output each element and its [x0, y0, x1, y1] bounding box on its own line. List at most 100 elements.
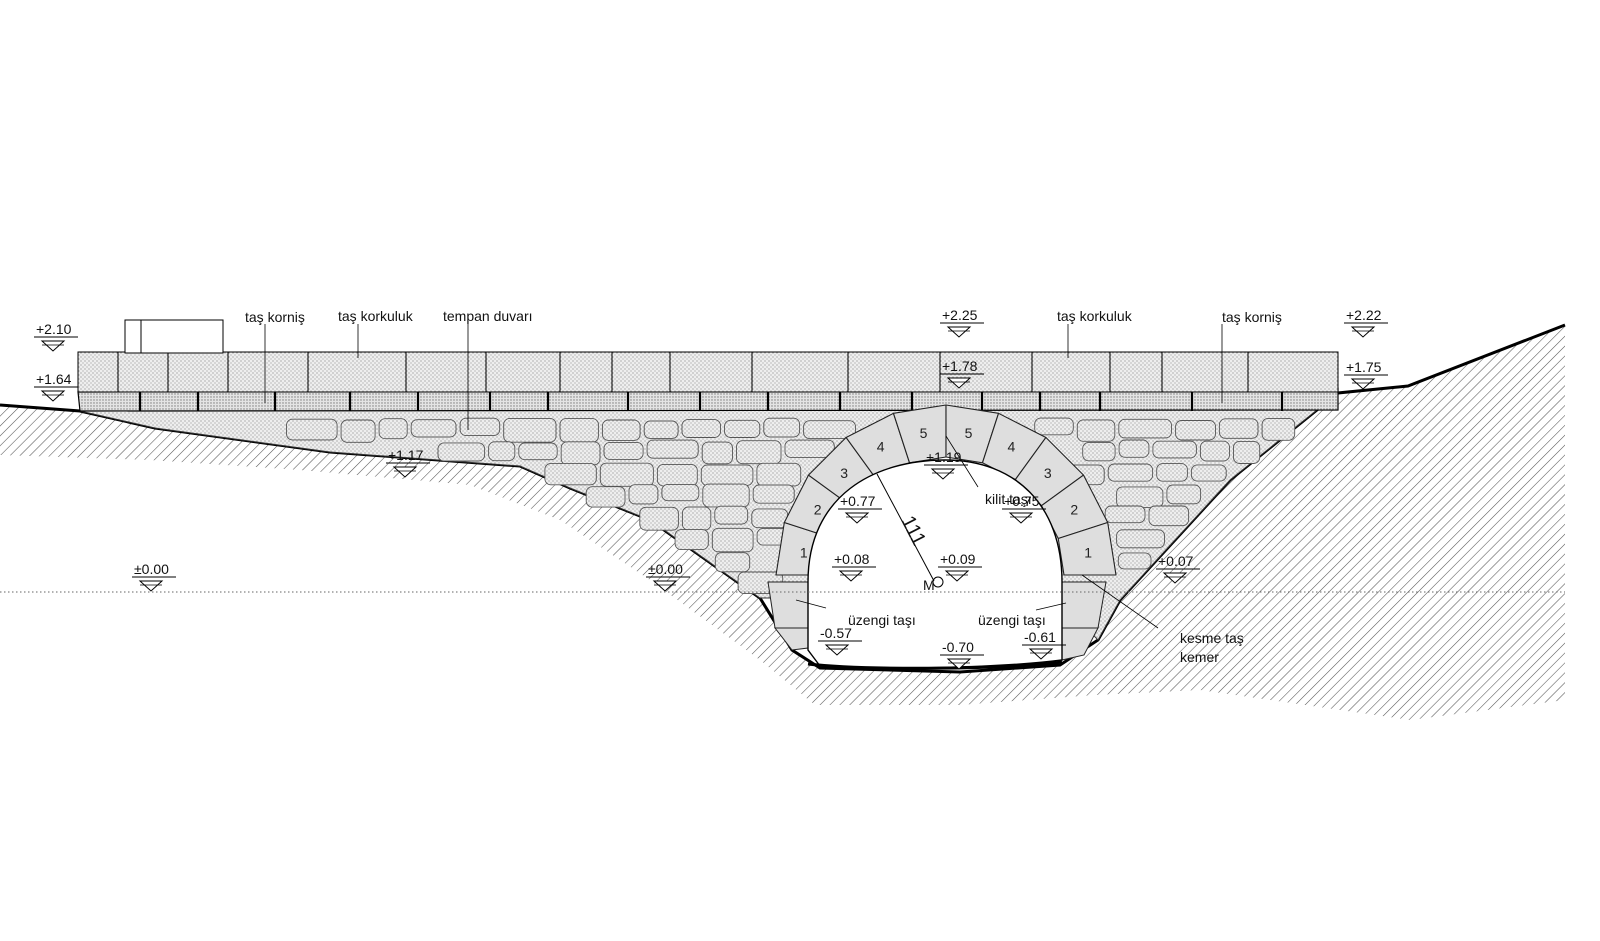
svg-text:+1.19: +1.19 [926, 449, 962, 465]
rubble-stone [340, 419, 376, 443]
parapet-block [405, 351, 487, 393]
rubble-stone [751, 508, 789, 529]
parapet-block [847, 351, 941, 393]
parapet-block [559, 351, 613, 393]
rubble-stone [286, 418, 338, 441]
svg-text:+0.08: +0.08 [834, 551, 870, 567]
label-tas-kornis-right: taş korniş [1222, 309, 1282, 325]
rubble-stone [643, 420, 679, 439]
rubble-stone [756, 462, 802, 487]
rubble-stone [1116, 486, 1164, 509]
arch-center-label: M [923, 577, 935, 593]
svg-text:+0.07: +0.07 [1158, 553, 1194, 569]
rubble-stones [286, 417, 1296, 595]
rubble-stone [724, 419, 761, 438]
voussoir-number: 4 [1008, 439, 1016, 455]
rubble-stone [674, 529, 709, 551]
rubble-stone [488, 441, 516, 462]
voussoir-number: 2 [1070, 502, 1078, 518]
parapet-block [485, 351, 561, 393]
rubble-stone [1261, 417, 1296, 441]
svg-text:+2.25: +2.25 [942, 307, 978, 323]
rubble-stone [752, 484, 795, 504]
rubble-stone [559, 418, 599, 443]
parapet-block [77, 351, 119, 393]
rubble-stone [1116, 529, 1165, 549]
rubble-stone [1218, 418, 1259, 439]
voussoir-number: 3 [840, 465, 848, 481]
rubble-stone [1107, 463, 1154, 482]
elevation-marker-right-road: +1.75 [1344, 359, 1388, 390]
rubble-stone [503, 417, 557, 443]
elevation-marker-crown-top: +2.25 [940, 307, 984, 338]
elevation-marker-right-top: +2.22 [1344, 307, 1388, 338]
parapet-block [307, 351, 407, 393]
svg-text:+1.75: +1.75 [1346, 359, 1382, 375]
voussoir-stone [1057, 521, 1117, 576]
label-tempan-duvari: tempan duvarı [443, 308, 533, 324]
arch-center-mark [932, 576, 944, 588]
rubble-stone [378, 418, 408, 440]
rubble-stone [544, 462, 597, 486]
svg-text:+0.77: +0.77 [840, 493, 876, 509]
cornice-joints [138, 392, 1284, 411]
voussoir-number: 1 [800, 545, 808, 561]
parapet-blocks [77, 351, 1339, 393]
parapet-block [669, 351, 753, 393]
rubble-stone [410, 419, 457, 438]
parapet-block [167, 351, 229, 393]
rubble-stone [1082, 441, 1116, 462]
elevation-marker-spring-left: +0.08 [832, 551, 876, 582]
rubble-stone [1233, 440, 1261, 464]
svg-text:+0.09: +0.09 [940, 551, 976, 567]
rubble-stone [518, 442, 558, 461]
elevation-marker-datum-mid: ±0.00 [646, 561, 690, 592]
elevation-marker-spring-right: +0.07 [1156, 553, 1200, 584]
rubble-stone [1156, 463, 1188, 482]
elevation-marker-left-road: +1.64 [34, 371, 78, 402]
label-kilit-tasi: kilit taşı [985, 491, 1032, 507]
elevation-marker-base-mid: -0.70 [940, 639, 984, 670]
rubble-stone [639, 506, 679, 531]
rubble-stone [711, 527, 754, 553]
svg-text:+1.17: +1.17 [388, 447, 424, 463]
voussoir-number: 3 [1044, 465, 1052, 481]
parapet-block [1109, 351, 1163, 393]
rubble-stone [681, 506, 712, 531]
svg-text:-0.70: -0.70 [942, 639, 974, 655]
rubble-stone [1190, 464, 1227, 482]
rubble-stone [1152, 440, 1197, 459]
parapet-block [611, 351, 671, 393]
voussoir-number: 5 [920, 425, 928, 441]
rubble-stone [803, 420, 856, 440]
voussoir-number: 5 [965, 425, 973, 441]
elevation-marker-left-low: +1.17 [386, 447, 430, 478]
rubble-stone [1118, 418, 1172, 439]
svg-text:±0.00: ±0.00 [134, 561, 169, 577]
rubble-stone [700, 464, 754, 486]
rubble-stone [736, 440, 782, 465]
rubble-stone [646, 439, 699, 459]
elevation-marker-base-left: -0.57 [818, 625, 862, 656]
elevation-marker-crown-road: +1.78 [940, 358, 984, 389]
arch-radius-line [876, 473, 935, 582]
rubble-stone [560, 441, 601, 466]
svg-text:±0.00: ±0.00 [648, 561, 683, 577]
rubble-stone [628, 484, 659, 505]
label-kemer: kemer [1180, 649, 1219, 665]
parapet-block [117, 351, 169, 393]
label-uzengi-tasi-left: üzengi taşı [848, 612, 916, 628]
stream-bed-line [807, 660, 1063, 670]
voussoir-number: 4 [877, 439, 885, 455]
rubble-stone [661, 483, 700, 502]
rubble-stone [714, 552, 751, 573]
elevation-marker-arch-right: +0.75 [1002, 493, 1046, 524]
rubble-stone [763, 417, 801, 438]
parapet-block [1031, 351, 1111, 393]
rubble-stone [601, 419, 641, 441]
elevation-marker-intrados: +1.19 [924, 449, 968, 480]
rubble-stone [1199, 440, 1230, 462]
springer-stone-right [1061, 581, 1107, 629]
rubble-stone [784, 439, 835, 458]
